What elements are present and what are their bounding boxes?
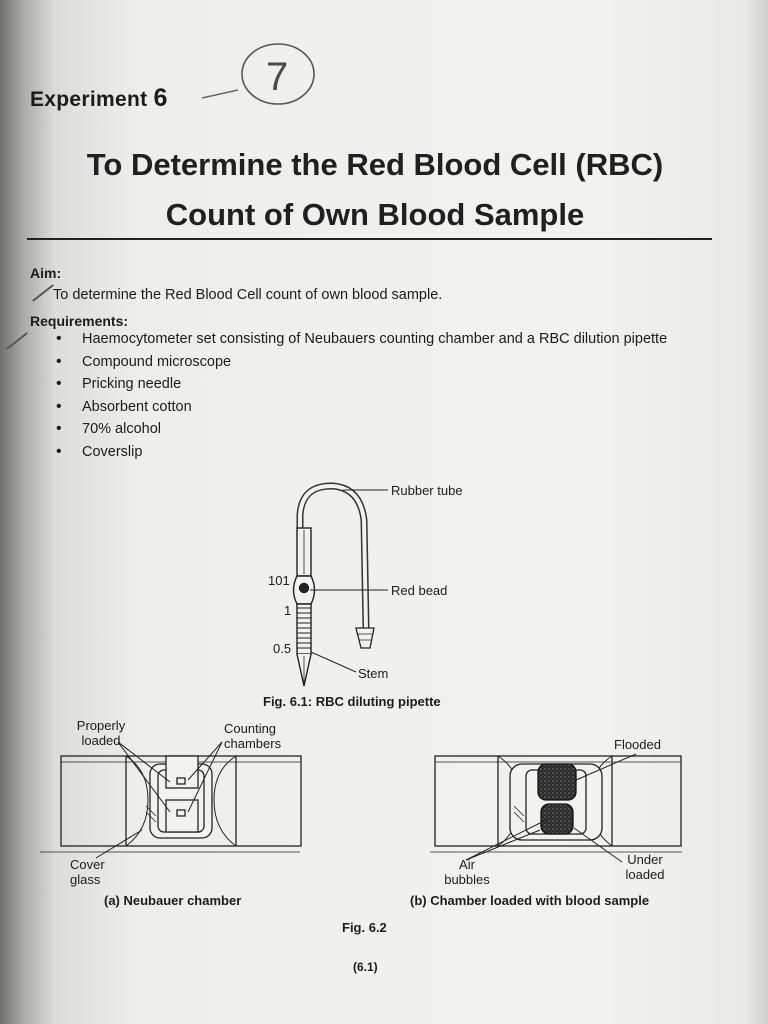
label-mark-0-5: 0.5 — [273, 641, 292, 656]
label-mark-1: 1 — [284, 603, 292, 618]
list-item: Absorbent cotton — [56, 396, 726, 419]
page-mark-digit: 7 — [266, 55, 288, 99]
aim-text: To determine the Red Blood Cell count of… — [53, 287, 443, 303]
fig-6-2a-caption: (a) Neubauer chamber — [104, 893, 242, 908]
neubauer-chamber-diagram — [40, 741, 302, 859]
aim-heading: Aim: — [30, 265, 62, 281]
requirements-list: Haemocytometer set consisting of Neubaue… — [56, 328, 726, 463]
label-counting-chambers: Counting chambers — [224, 721, 282, 751]
list-item: Coverslip — [56, 441, 726, 464]
title-line-1: To Determine the Red Blood Cell (RBC) — [86, 147, 664, 182]
loaded-chamber-diagram — [430, 753, 682, 863]
label-flooded: Flooded — [614, 737, 661, 752]
list-item: 70% alcohol — [56, 418, 726, 441]
experiment-word: Experiment — [30, 88, 148, 111]
label-air-bubbles: Air bubbles — [444, 857, 490, 887]
experiment-number: 6 — [153, 84, 168, 112]
list-item: Compound microscope — [56, 351, 726, 374]
label-under-loaded: Under loaded — [625, 852, 665, 882]
label-properly-loaded: Properly loaded — [76, 718, 126, 748]
rbc-pipette-diagram — [292, 482, 388, 687]
label-red-bead: Red bead — [391, 583, 448, 598]
list-item: Pricking needle — [56, 373, 726, 396]
label-mark-101: 101 — [268, 573, 290, 588]
page-number: (6.1) — [353, 960, 378, 974]
experiment-title: To Determine the Red Blood Cell (RBC) Co… — [20, 140, 730, 240]
fig-6-2-caption: Fig. 6.2 — [342, 920, 387, 935]
requirements-heading: Requirements: — [30, 313, 129, 329]
title-rule — [27, 238, 712, 240]
title-line-2: Count of Own Blood Sample — [165, 197, 585, 232]
label-rubber-tube: Rubber tube — [391, 483, 463, 498]
fig-6-1-caption: Fig. 6.1: RBC diluting pipette — [263, 694, 441, 709]
list-item: Haemocytometer set consisting of Neubaue… — [56, 328, 726, 351]
fig-6-2b-caption: (b) Chamber loaded with blood sample — [410, 893, 650, 908]
experiment-label: Experiment 6 — [30, 84, 168, 113]
label-stem: Stem — [358, 666, 389, 681]
label-cover-glass: Cover glass — [70, 857, 105, 887]
handwritten-page-mark: 7 — [201, 43, 315, 105]
